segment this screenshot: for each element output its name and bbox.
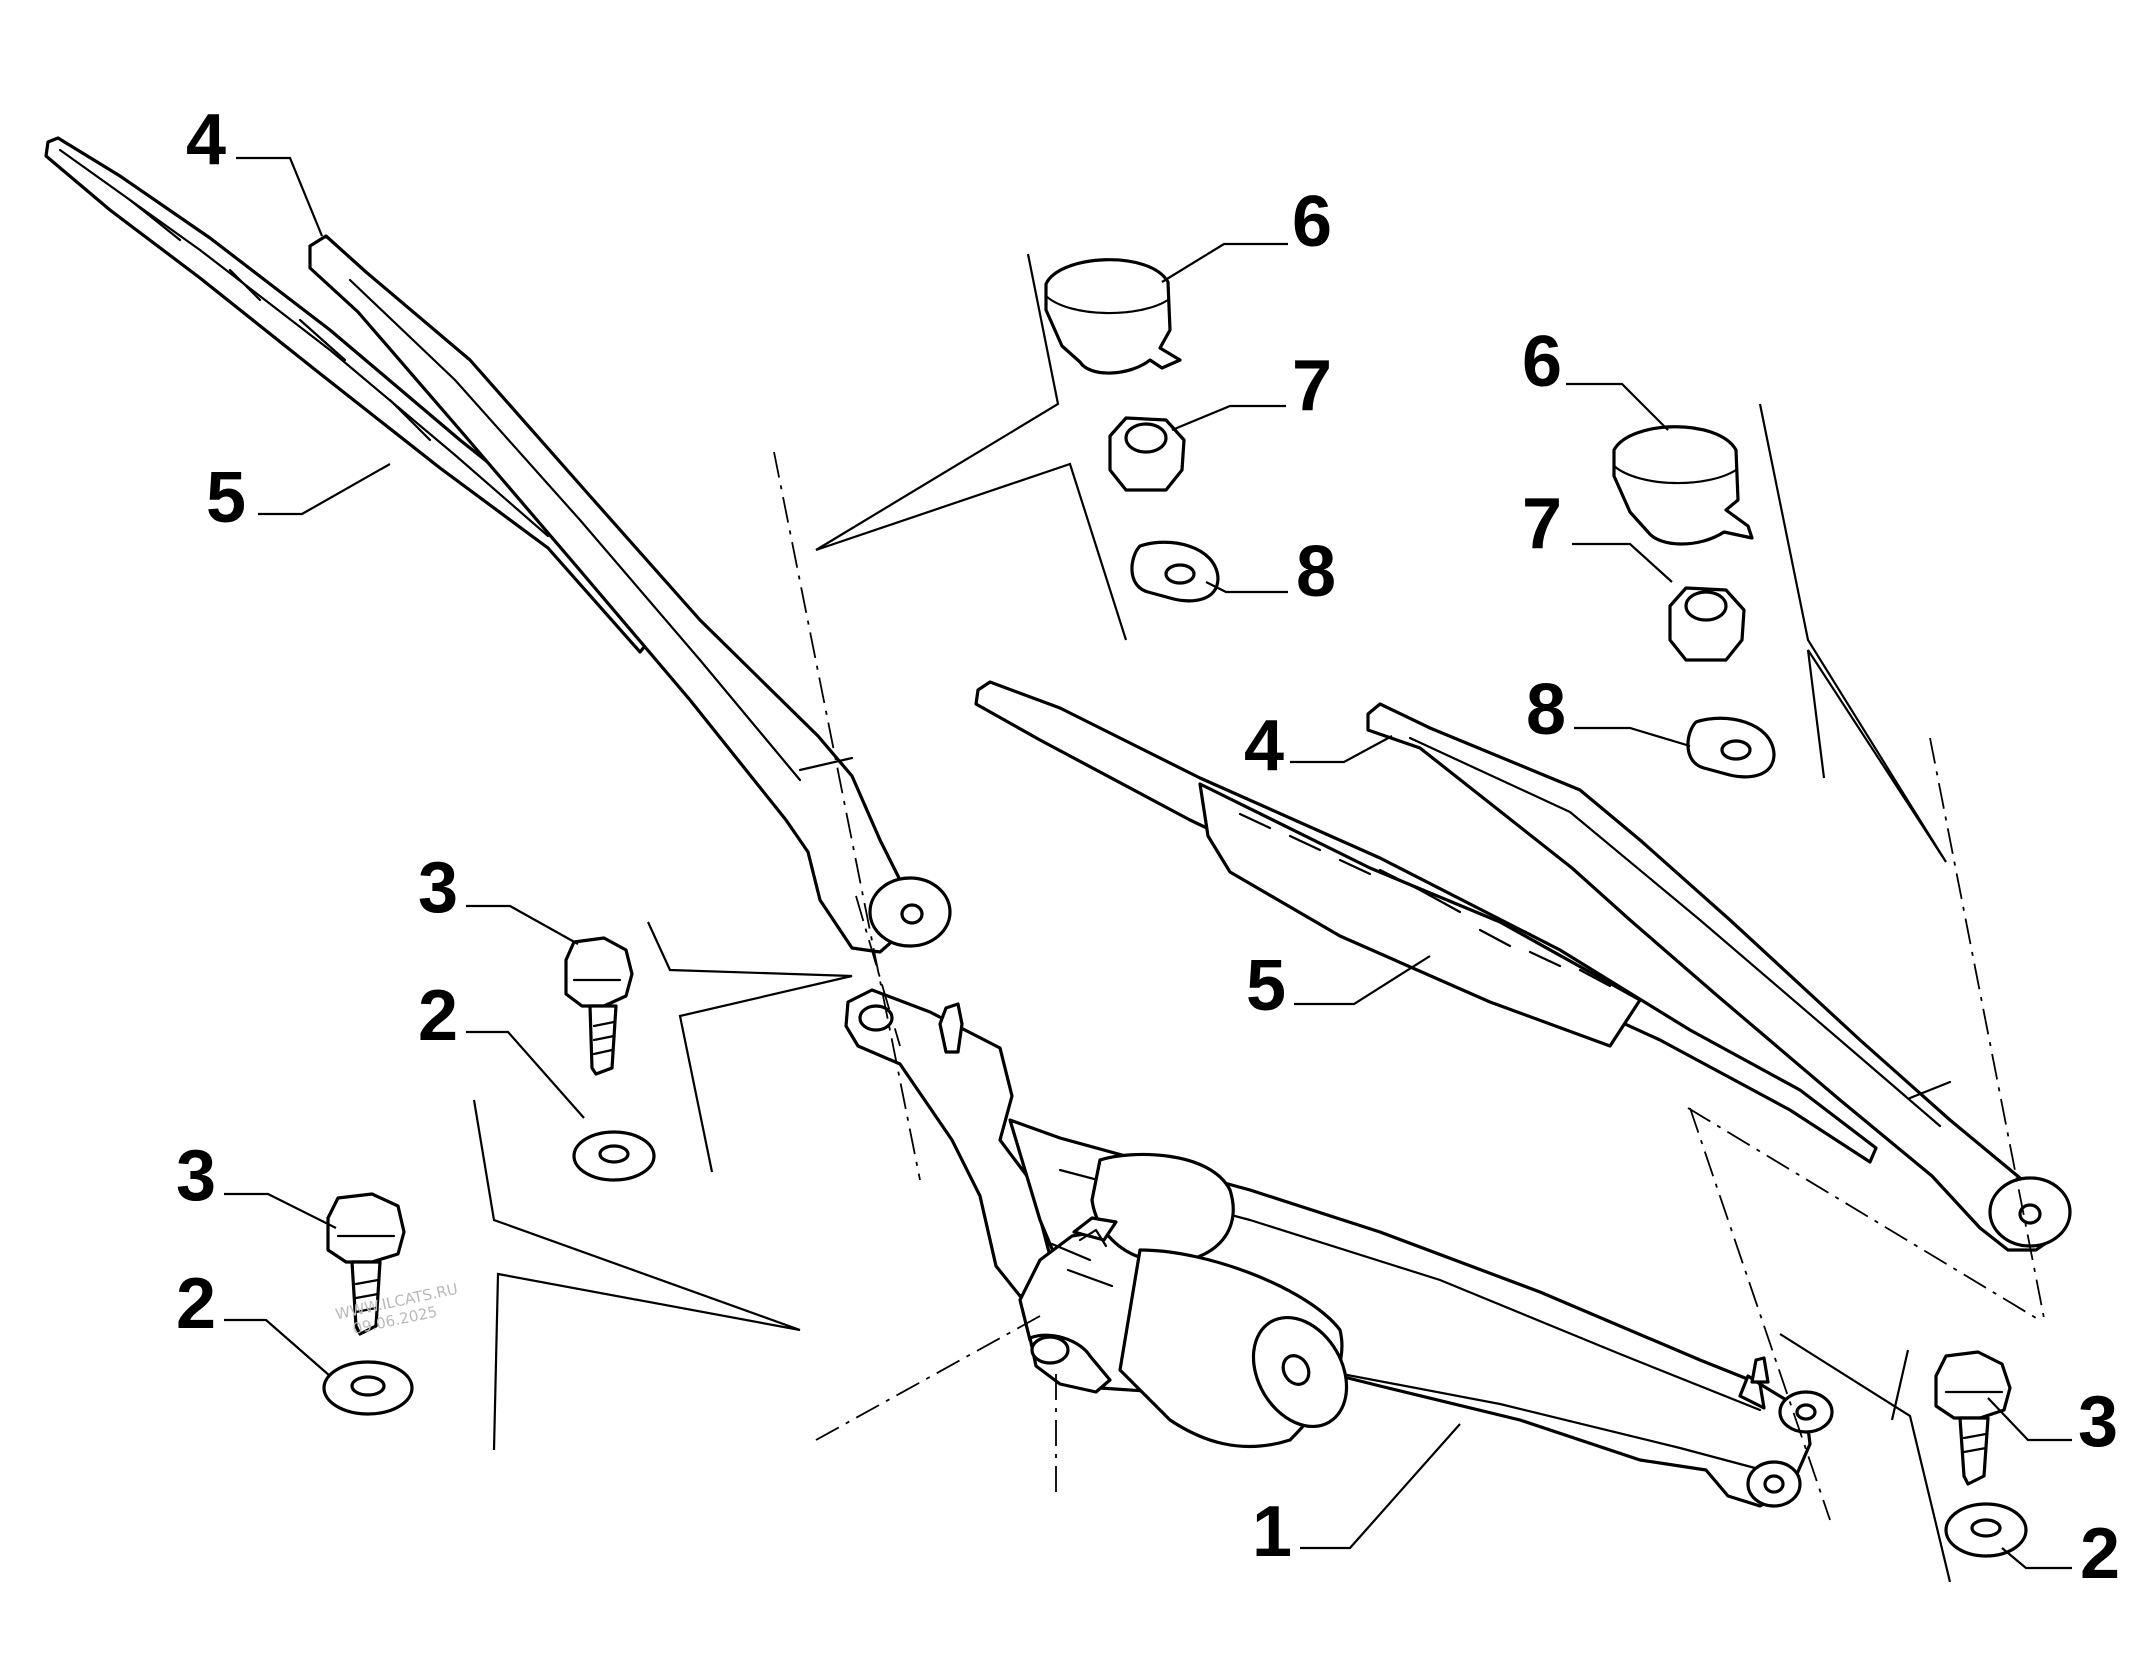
leader-lines bbox=[224, 156, 2072, 1570]
left-caps-group bbox=[1044, 258, 1220, 603]
callout-2-washer-b: 2 bbox=[176, 1264, 216, 1344]
callout-2-washer-a: 2 bbox=[418, 976, 458, 1056]
bolt-washer-set-2 bbox=[322, 1192, 414, 1416]
callout-3-bolt-a: 3 bbox=[418, 848, 458, 928]
callout-6-left-cap: 6 bbox=[1292, 182, 1332, 262]
bolt-washer-set-3 bbox=[1934, 1350, 2028, 1558]
right-wiper-blade bbox=[974, 680, 1878, 1164]
callout-5-right-blade: 5 bbox=[1246, 946, 1286, 1026]
callout-2-washer-c: 2 bbox=[2080, 1514, 2120, 1594]
callout-labels: 4 5 6 7 8 6 7 8 4 5 3 2 3 2 3 2 1 bbox=[176, 100, 2120, 1594]
callout-4-left-arm: 4 bbox=[186, 100, 226, 180]
callout-5-left-blade: 5 bbox=[206, 458, 246, 538]
callout-7-left-nut: 7 bbox=[1292, 346, 1332, 426]
wiper-linkage-with-motor bbox=[844, 988, 1834, 1508]
callout-8-right-washer: 8 bbox=[1526, 670, 1566, 750]
right-wiper-arm bbox=[1366, 702, 2072, 1252]
left-wiper-arm bbox=[308, 234, 952, 954]
callout-1-linkage: 1 bbox=[1252, 1492, 1292, 1572]
callout-6-right-cap: 6 bbox=[1522, 322, 1562, 402]
callout-3-bolt-b: 3 bbox=[176, 1136, 216, 1216]
callout-8-left-washer: 8 bbox=[1296, 532, 1336, 612]
center-lines bbox=[773, 451, 2045, 1521]
bolt-washer-set-1 bbox=[564, 936, 656, 1182]
callout-7-right-nut: 7 bbox=[1522, 484, 1562, 564]
exploded-view-brackets bbox=[472, 253, 1952, 1583]
left-wiper-blade bbox=[44, 136, 652, 654]
right-caps-group bbox=[1612, 425, 1776, 779]
callout-4-right-arm: 4 bbox=[1244, 706, 1284, 786]
callout-3-bolt-c: 3 bbox=[2078, 1382, 2118, 1462]
